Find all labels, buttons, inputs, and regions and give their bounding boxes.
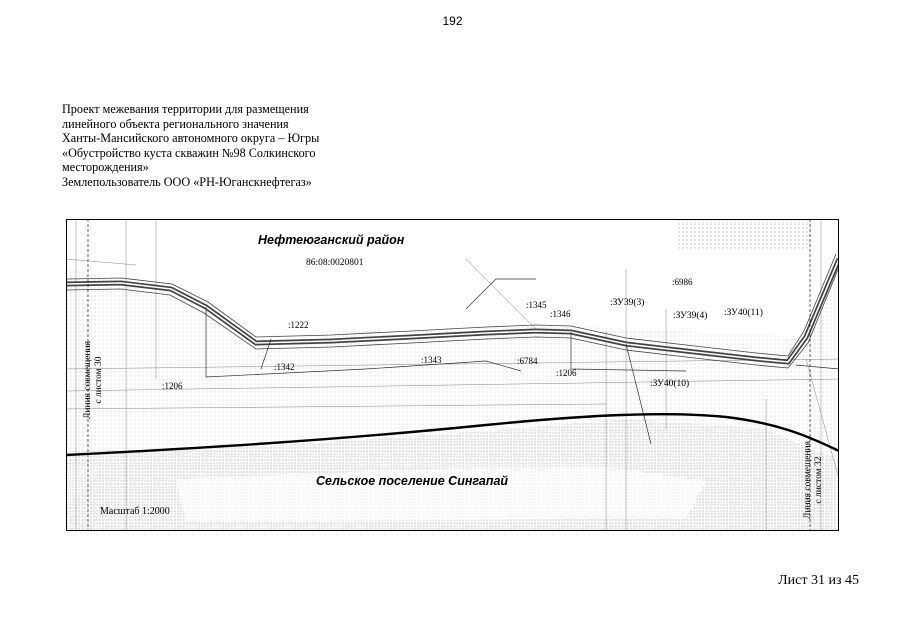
parcel-label-zu40-11[interactable]: :ЗУ40(11) [724, 308, 763, 318]
page-number: 192 [442, 14, 463, 28]
forest-block [678, 219, 811, 251]
parcel-label-1343[interactable]: :1343 [421, 355, 442, 365]
parcel-label-1222[interactable]: :1222 [288, 320, 309, 330]
header-line: линейного объекта регионального значения [62, 116, 289, 131]
municipal-boundary [66, 412, 839, 457]
parcel-label-1345[interactable]: :1345 [526, 300, 547, 310]
header-line: Проект межевания территории для размещен… [62, 102, 309, 116]
header-line: «Обустройство куста скважин №98 Солкинск… [62, 145, 316, 160]
match-line-right-label: Линия совмещения с листом 32 [803, 425, 825, 531]
parcel-boundaries [205, 278, 839, 445]
match-line-text: с листом 32 [814, 456, 824, 504]
header-line: Ханты-Мансийского автономного округа – Ю… [62, 131, 320, 146]
parcel-label-1206-right[interactable]: :1206 [556, 368, 577, 378]
open-area [176, 467, 706, 521]
header-line: Землепользователь ООО «РН-Юганскнефтегаз… [62, 174, 312, 189]
match-line-left-label: Линия совмещения с листом 30 [83, 325, 105, 435]
pipeline-corridor [66, 253, 839, 369]
open-area [66, 219, 839, 339]
region-label-north: Нефтеюганский район [258, 233, 405, 247]
map-border [66, 219, 839, 531]
survey-map[interactable]: Нефтеюганский район 86:08:0020801 :1222 … [66, 219, 839, 531]
parcel-label-1342[interactable]: :1342 [274, 362, 295, 372]
cadastral-block-label: 86:08:0020801 [306, 258, 364, 268]
parcel-label-zu40-10[interactable]: :ЗУ40(10) [650, 379, 690, 389]
parcel-label-6784[interactable]: :6784 [517, 356, 538, 366]
map-scale: Масштаб 1:2000 [100, 506, 170, 517]
match-line-text: Линия совмещения [83, 340, 93, 420]
region-label-south: Сельское поселение Сингапай [316, 474, 509, 488]
grid-lines [66, 219, 839, 531]
document-header: Проект межевания территории для размещен… [62, 102, 392, 190]
header-line: месторождения» [62, 160, 149, 175]
parcel-label-zu39-4[interactable]: :ЗУ39(4) [673, 311, 708, 321]
parcel-label-1206-left[interactable]: :1206 [162, 381, 183, 391]
sheet-number: Лист 31 из 45 [778, 573, 859, 588]
map-drawing [66, 219, 839, 531]
match-line-text: Линия совмещения [803, 440, 813, 520]
match-line-text: с листом 30 [94, 356, 104, 404]
parcel-label-6986[interactable]: :6986 [672, 277, 693, 287]
parcel-label-1346[interactable]: :1346 [550, 309, 571, 319]
parcel-label-zu39-3[interactable]: :ЗУ39(3) [610, 298, 645, 308]
